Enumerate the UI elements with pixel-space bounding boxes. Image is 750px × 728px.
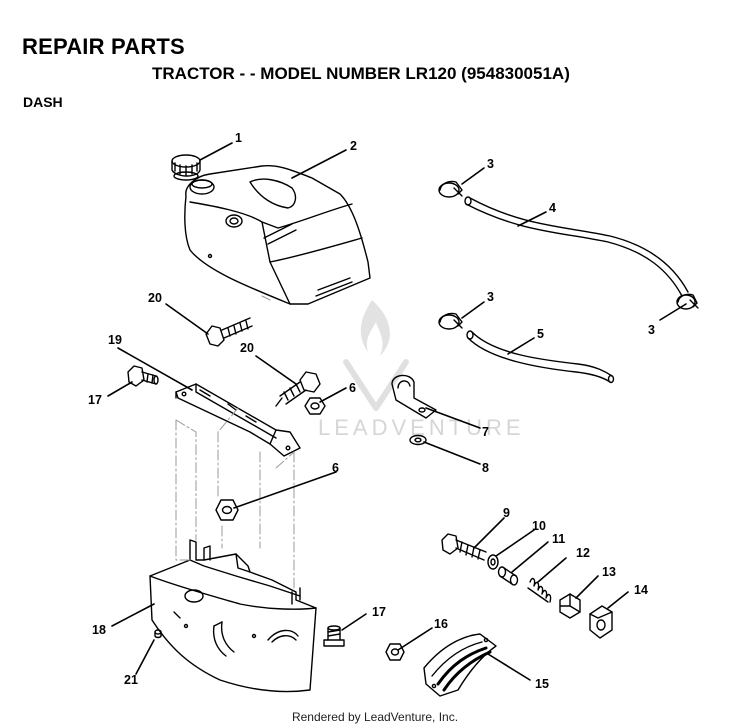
part-10-washer[interactable]	[487, 554, 499, 570]
part-9-bolt[interactable]	[441, 533, 487, 561]
part-6-hex-nut-b[interactable]	[215, 499, 239, 521]
callout-12: 12	[576, 546, 590, 560]
callout-18: 18	[92, 623, 106, 637]
part-17-bolt-a[interactable]	[127, 365, 159, 387]
callout-8: 8	[482, 461, 489, 475]
part-20-bolt-a[interactable]	[205, 317, 253, 347]
callout-17a: 17	[88, 393, 102, 407]
callout-16: 16	[434, 617, 448, 631]
callout-13: 13	[602, 565, 616, 579]
callout-leader-lines	[107, 142, 687, 681]
part-8-washer[interactable]	[409, 434, 427, 446]
callout-5: 5	[537, 327, 544, 341]
part-2-fuel-tank[interactable]	[184, 164, 371, 305]
part-5-fuel-line[interactable]	[466, 330, 615, 384]
callout-21: 21	[124, 673, 138, 687]
callout-20b: 20	[240, 341, 254, 355]
callout-9: 9	[503, 506, 510, 520]
part-3-hose-clamp-c[interactable]	[676, 293, 699, 310]
callout-15: 15	[535, 677, 549, 691]
callout-7: 7	[482, 425, 489, 439]
callout-1: 1	[235, 131, 242, 145]
callout-3b: 3	[487, 290, 494, 304]
part-20-bolt-b[interactable]	[275, 371, 321, 407]
part-1-fuel-cap[interactable]	[171, 154, 201, 181]
part-6-hex-nut-a[interactable]	[304, 397, 326, 415]
section-label: DASH	[23, 94, 63, 110]
callout-20a: 20	[148, 291, 162, 305]
callout-17b: 17	[372, 605, 386, 619]
part-19-bracket[interactable]	[175, 383, 301, 457]
part-12-spring[interactable]	[527, 577, 552, 603]
part-11-spacer[interactable]	[497, 566, 519, 586]
part-14-switch[interactable]	[589, 605, 613, 639]
part-17-bolt-b[interactable]	[323, 625, 345, 647]
part-3-hose-clamp-b[interactable]	[438, 312, 463, 330]
part-21-grommet[interactable]	[154, 629, 162, 639]
part-15-shift-plate[interactable]	[423, 633, 497, 697]
callout-2: 2	[350, 139, 357, 153]
callout-numbers: 1 2 3 4 3 3 5 6 7 8 6 9 10 11 12 13 14 1…	[88, 131, 655, 691]
callout-14: 14	[634, 583, 648, 597]
assembly-phantom-lines	[175, 295, 295, 589]
callout-4: 4	[549, 201, 556, 215]
render-credit: Rendered by LeadVenture, Inc.	[291, 710, 459, 724]
part-4-fuel-line[interactable]	[464, 196, 689, 297]
part-16-grommet[interactable]	[385, 643, 405, 661]
page-title: REPAIR PARTS	[22, 34, 185, 59]
callout-6b: 6	[332, 461, 339, 475]
model-subtitle: TRACTOR - - MODEL NUMBER LR120 (95483005…	[152, 64, 570, 83]
callout-3c: 3	[648, 323, 655, 337]
part-7-cable-clip[interactable]	[391, 374, 437, 419]
callout-6a: 6	[349, 381, 356, 395]
part-13-connector[interactable]	[559, 593, 581, 619]
callout-3a: 3	[487, 157, 494, 171]
callout-19: 19	[108, 333, 122, 347]
watermark: LEADVENTURE	[318, 300, 521, 440]
part-18-dash-panel[interactable]	[149, 539, 317, 693]
callout-11: 11	[552, 532, 565, 546]
callout-10: 10	[532, 519, 546, 533]
part-3-hose-clamp-a[interactable]	[438, 180, 463, 198]
